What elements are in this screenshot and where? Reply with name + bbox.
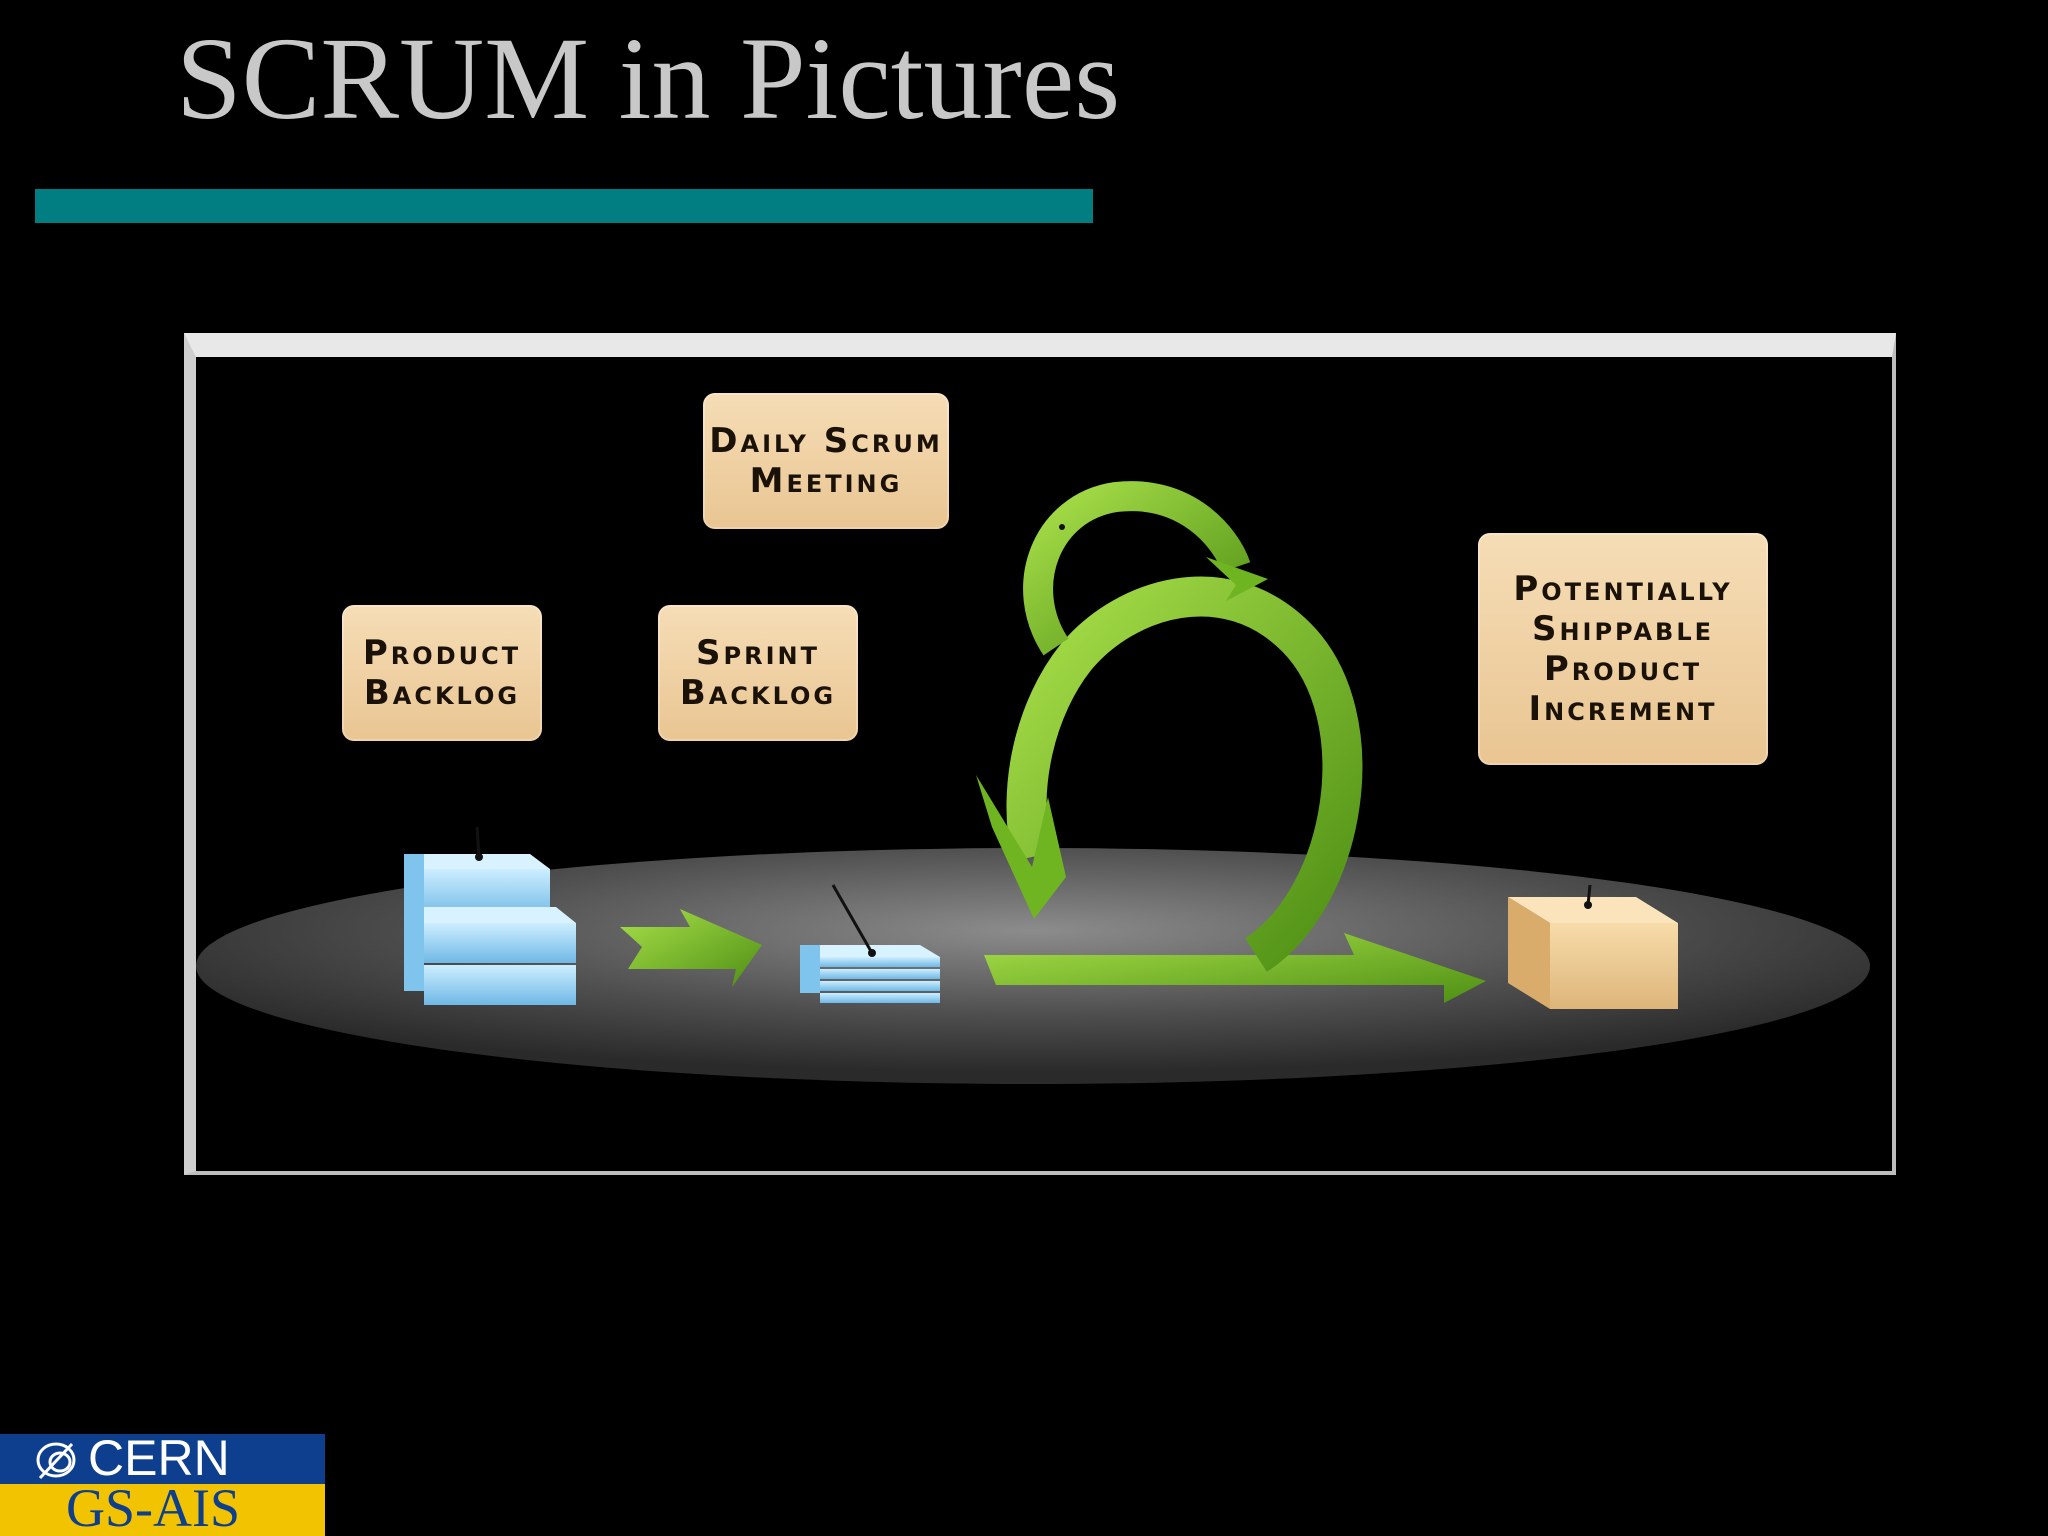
sprint-backlog-label-text: Sprint Backlog [679, 633, 837, 713]
increment-label-text: Potentially Shippable Product Increment [1513, 569, 1733, 729]
daily-scrum-label-text: Daily Scrum Meeting [709, 421, 943, 501]
cern-emblem-icon [36, 1442, 76, 1480]
shippable-package-icon [1508, 884, 1678, 1009]
product-backlog-label-text: Product Backlog [362, 633, 522, 713]
title-underline-bar [35, 189, 1093, 223]
daily-scrum-label: Daily Scrum Meeting [703, 393, 949, 529]
diagram-frame: Daily Scrum Meeting Product Backlog Spri… [184, 333, 1896, 1175]
small-green-arrow-icon [620, 909, 762, 987]
sprint-backlog-stack-icon [800, 884, 940, 1003]
logo-org-text: CERN [88, 1430, 230, 1486]
slide-title: SCRUM in Pictures [176, 13, 1121, 144]
scrum-loop-arrow-icon [976, 481, 1486, 1003]
scrum-diagram [196, 481, 1870, 1084]
cern-gs-ais-logo: CERN GS-AIS [0, 1430, 325, 1536]
increment-label: Potentially Shippable Product Increment [1478, 533, 1768, 765]
sprint-backlog-label: Sprint Backlog [658, 605, 858, 741]
logo-bottom-band [0, 1484, 325, 1536]
product-backlog-stack-icon [404, 826, 576, 1005]
product-backlog-label: Product Backlog [342, 605, 542, 741]
logo-dept-text: GS-AIS [66, 1478, 241, 1536]
